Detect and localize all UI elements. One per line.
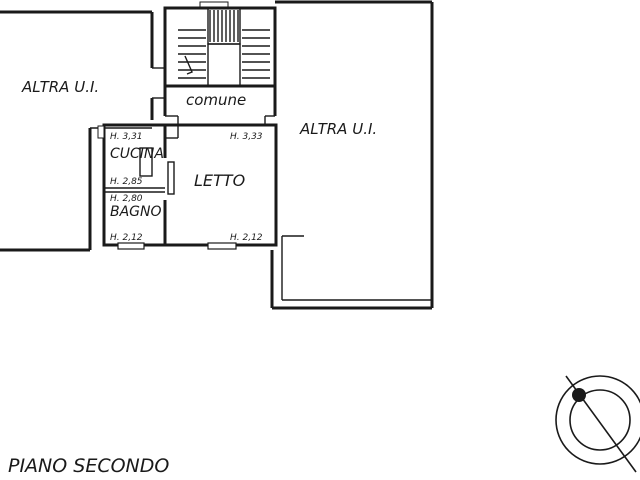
staircase [163, 1, 277, 88]
windows [97, 125, 237, 250]
label-bathroom: BAGNO [110, 204, 162, 220]
floor-title: PIANO SECONDO [8, 455, 169, 477]
label-right-unit: ALTRA U.I. [299, 120, 377, 138]
label-common: comune [186, 91, 246, 109]
height-bedroom-top: H. 3,33 [230, 132, 263, 142]
height-bedroom-bottom: H. 2,12 [230, 233, 263, 243]
label-bedroom: LETTO [194, 171, 245, 190]
right-unit-outline [270, 0, 434, 310]
left-unit-outline [0, 10, 165, 252]
height-bathroom-bottom: H. 2,12 [110, 233, 143, 243]
label-kitchen: CUCINA [110, 146, 164, 162]
apartment-walls [102, 116, 278, 247]
label-left-unit: ALTRA U.I. [21, 78, 99, 96]
height-kitchen-top: H. 3,31 [110, 132, 143, 142]
height-kitchen-bottom: H. 2,85 [110, 177, 143, 187]
height-bathroom-top: H. 2,80 [110, 194, 143, 204]
north-arrow-icon [555, 375, 640, 473]
common-corridor [163, 86, 277, 117]
